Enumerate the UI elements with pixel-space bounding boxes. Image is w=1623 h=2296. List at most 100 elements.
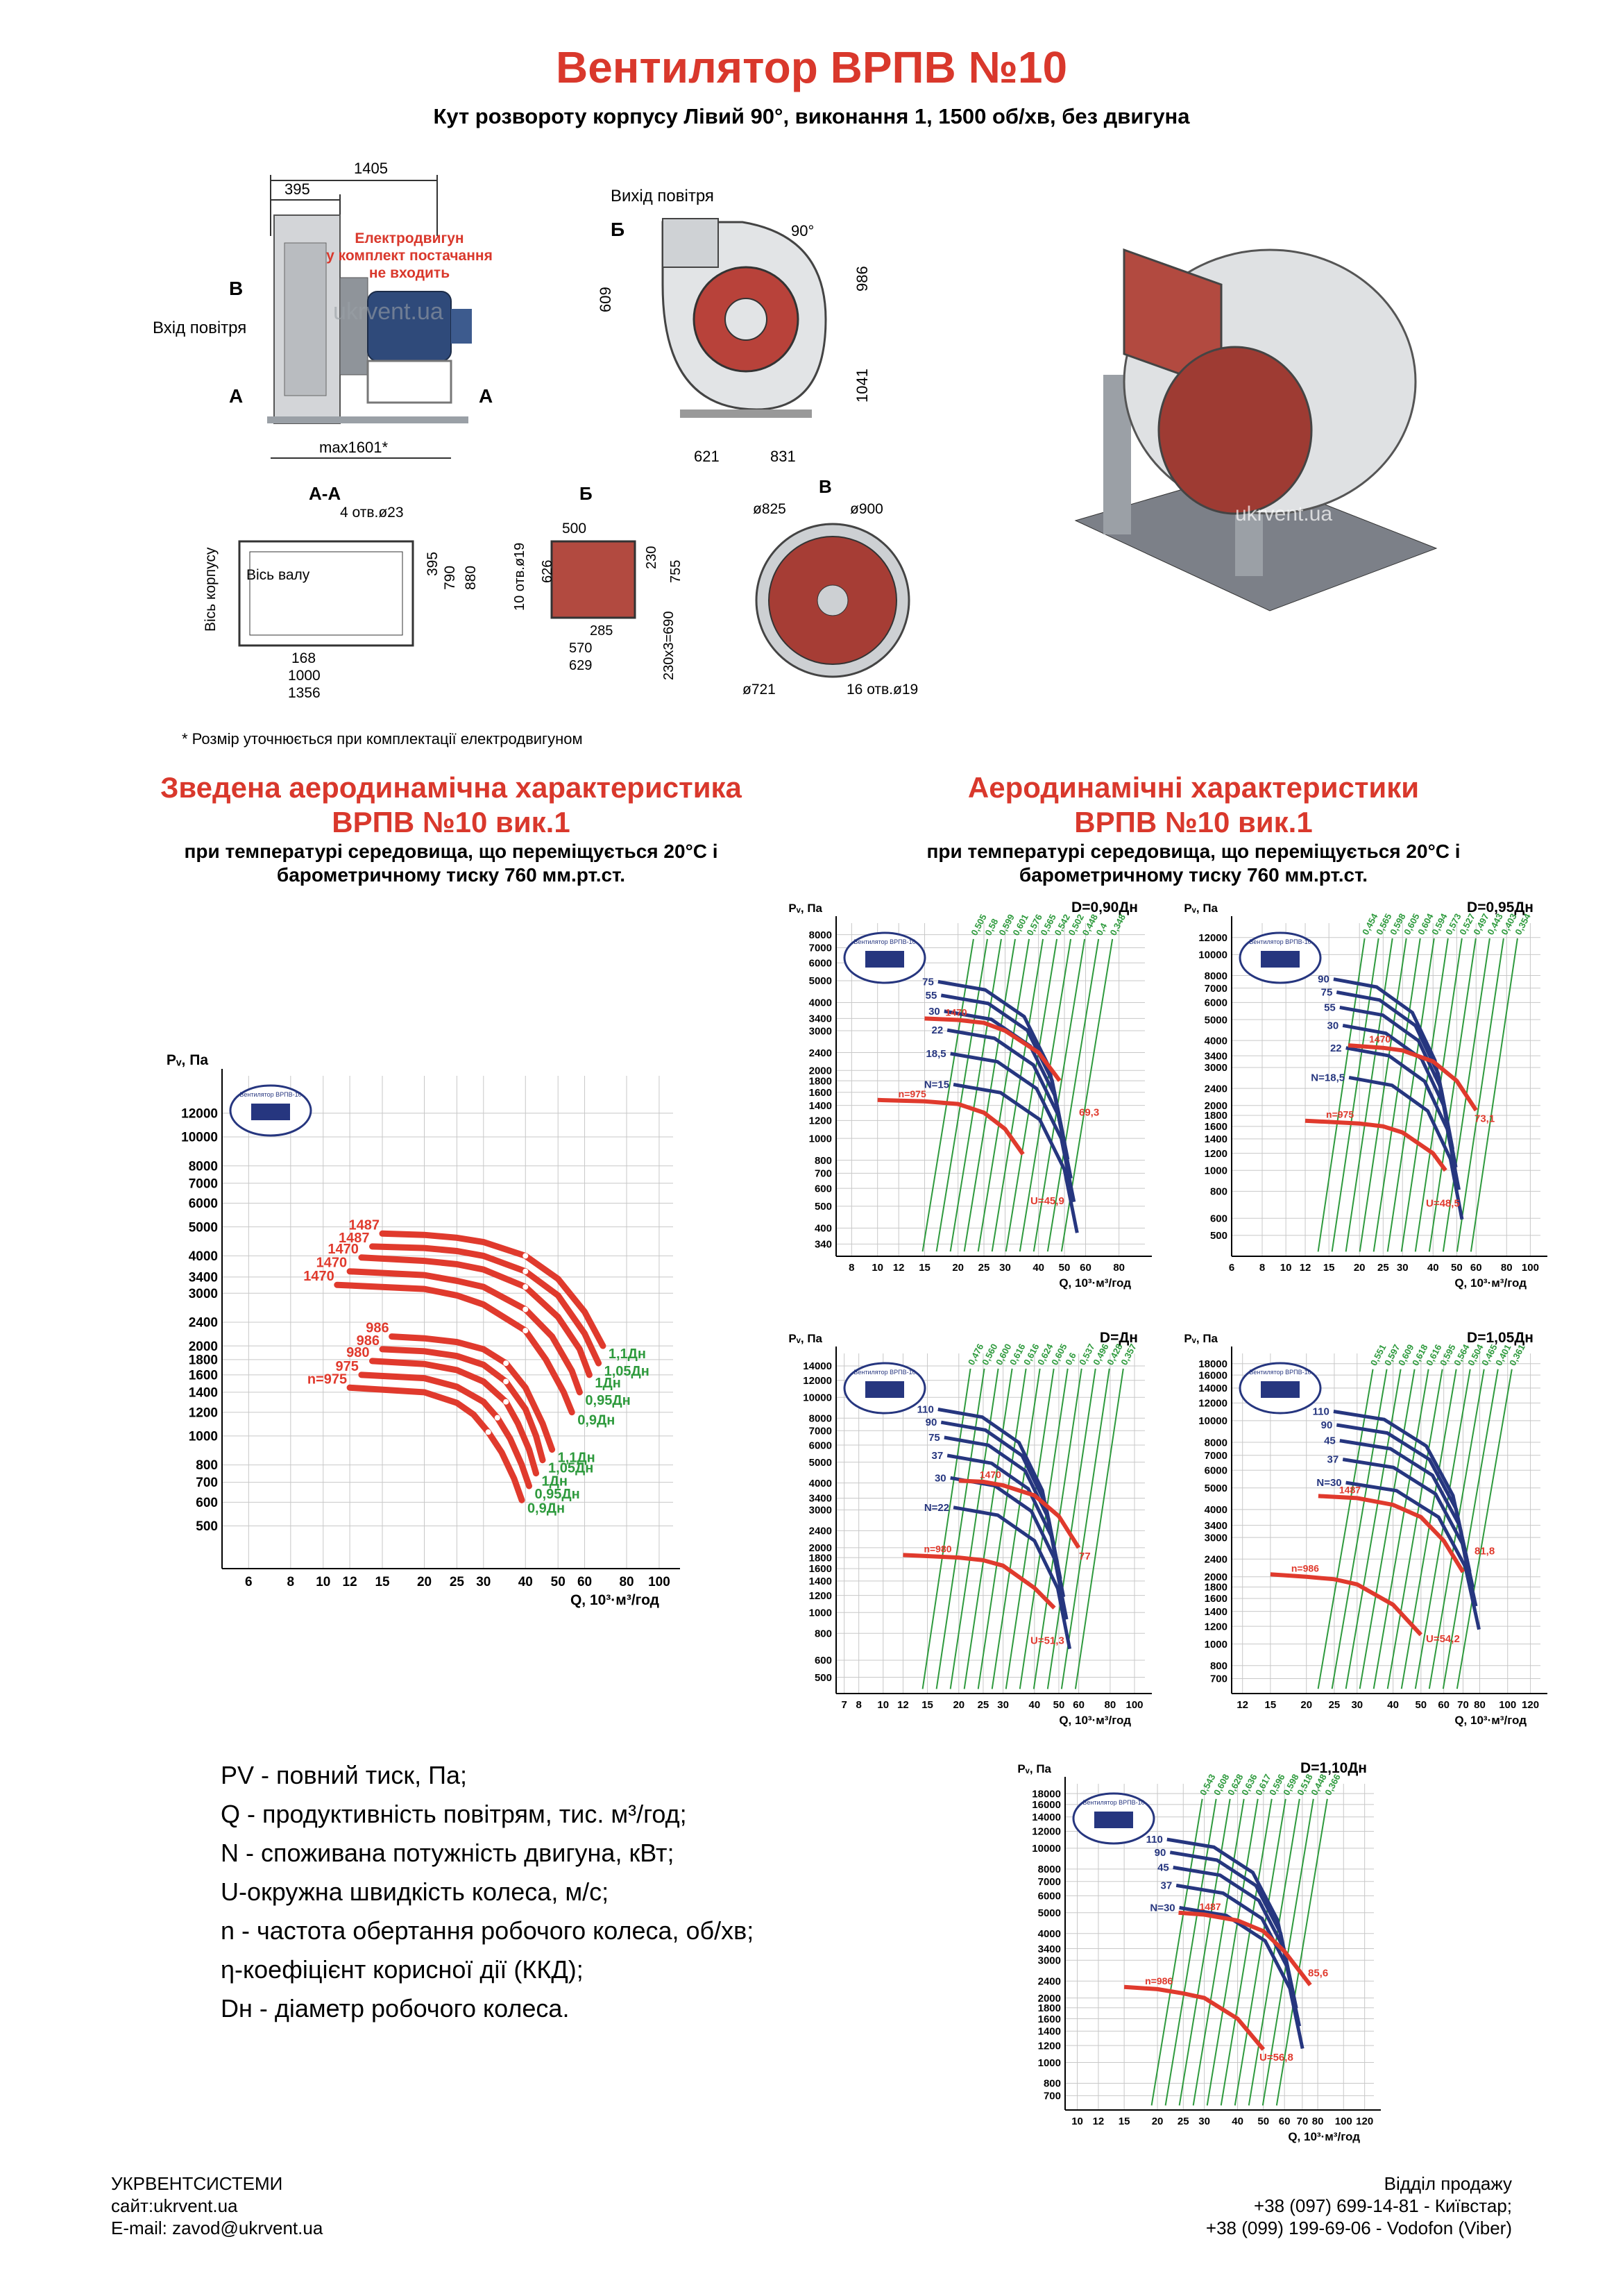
y-tick-label: 1600 bbox=[1205, 1121, 1227, 1133]
y-tick-label: 6000 bbox=[1038, 1891, 1061, 1902]
x-tick-label: 20 bbox=[1300, 1699, 1312, 1711]
x-tick-label: 15 bbox=[375, 1575, 390, 1589]
power-curve bbox=[946, 1028, 1073, 1179]
series-line bbox=[379, 1346, 546, 1464]
u-low-label: U=48,5 bbox=[1426, 1197, 1460, 1209]
efficiency-ray bbox=[1456, 1369, 1513, 1689]
y-tick-label: 8000 bbox=[189, 1159, 218, 1174]
x-tick-label: 20 bbox=[1152, 2116, 1164, 2127]
y-tick-label: 2400 bbox=[1038, 1975, 1061, 1987]
series-line bbox=[369, 1243, 602, 1367]
y-tick-label: 10000 bbox=[181, 1131, 218, 1145]
x-tick-label: 20 bbox=[952, 1262, 964, 1274]
y-tick-label: 4000 bbox=[1205, 1035, 1227, 1047]
series-marker bbox=[503, 1378, 509, 1385]
y-tick-label: 1800 bbox=[1205, 1582, 1227, 1594]
power-label: 55 bbox=[1324, 1002, 1336, 1013]
x-tick-label: 120 bbox=[1522, 1699, 1539, 1711]
series-speed-label: 1470 bbox=[303, 1269, 334, 1284]
efficiency-ray bbox=[1373, 1369, 1429, 1689]
series-diameter-label: 0,9Дн bbox=[577, 1413, 615, 1428]
x-tick-label: 7 bbox=[841, 1699, 847, 1711]
x-axis-label: Q, 10³·м³/год bbox=[570, 1592, 659, 1608]
dim-v-900: ø900 bbox=[850, 501, 883, 517]
company-site[interactable]: сайт:ukrvent.ua bbox=[111, 2195, 238, 2216]
dim-v-holes: 16 отв.ø19 bbox=[847, 682, 918, 698]
efficiency-ray bbox=[1400, 938, 1449, 1252]
y-tick-label: 1200 bbox=[1205, 1148, 1227, 1160]
efficiency-ray bbox=[1046, 1368, 1096, 1689]
y-axis-label: Pᵥ, Па bbox=[167, 1052, 208, 1068]
legend-n-rpm: n - частота обертання робочого колеса, о… bbox=[221, 1916, 754, 1945]
x-tick-label: 10 bbox=[877, 1699, 889, 1711]
x-tick-label: 12 bbox=[893, 1262, 905, 1274]
dim-1405: 1405 bbox=[354, 160, 388, 177]
efficiency-ray bbox=[1005, 938, 1058, 1252]
series-line bbox=[358, 1254, 593, 1378]
power-label: 30 bbox=[1327, 1020, 1339, 1031]
x-tick-label: 60 bbox=[1279, 2116, 1291, 2127]
legend-u: U-окружна швидкість колеса, м/с; bbox=[221, 1877, 609, 1906]
x-tick-label: 50 bbox=[1415, 1699, 1427, 1711]
summary-sub-2: барометричному тиску 760 мм.рт.ст. bbox=[276, 864, 626, 886]
efficiency-ray bbox=[1317, 938, 1366, 1252]
series-line bbox=[369, 1358, 539, 1477]
dim-aa-168: 168 bbox=[291, 650, 316, 666]
y-tick-label: 16000 bbox=[1032, 1799, 1061, 1811]
chart-title: D=1,10Дн bbox=[1300, 1760, 1367, 1776]
speed-curve bbox=[903, 1553, 1056, 1610]
y-tick-label: 1800 bbox=[189, 1353, 218, 1367]
y-tick-label: 1600 bbox=[189, 1369, 218, 1383]
front-view-drawing: Вихід повітря Б 90° 609 986 1041 621 831 bbox=[597, 180, 895, 472]
efficiency-ray bbox=[1060, 1368, 1110, 1689]
y-tick-label: 1000 bbox=[1038, 2057, 1061, 2069]
sales-phone-2[interactable]: +38 (099) 199-69-06 - Vodofon (Viber) bbox=[1205, 2218, 1512, 2238]
x-tick-label: 60 bbox=[1073, 1699, 1085, 1711]
power-label: 110 bbox=[917, 1403, 934, 1415]
series-speed-label: 986 bbox=[366, 1321, 389, 1336]
x-tick-label: 15 bbox=[1323, 1262, 1335, 1274]
sales-phone-1[interactable]: +38 (097) 699-14-81 - Київстар; bbox=[1253, 2195, 1512, 2216]
y-tick-label: 340 bbox=[815, 1239, 832, 1251]
dim-b-755: 755 bbox=[668, 560, 683, 583]
y-tick-label: 4000 bbox=[189, 1249, 218, 1264]
series-diameter-label: 1,1Дн bbox=[609, 1347, 646, 1362]
x-tick-label: 80 bbox=[1312, 2116, 1324, 2127]
efficiency-ray bbox=[1414, 1369, 1471, 1689]
speed-curve-label: 1470 bbox=[946, 1006, 967, 1018]
x-tick-label: 120 bbox=[1356, 2116, 1373, 2127]
speed-curve bbox=[1305, 1118, 1447, 1172]
y-tick-label: 1400 bbox=[189, 1386, 218, 1401]
y-tick-label: 2000 bbox=[1205, 1571, 1227, 1583]
summary-title-2: ВРПВ №10 вик.1 bbox=[332, 806, 570, 838]
dim-v-825: ø825 bbox=[753, 501, 786, 517]
y-tick-label: 16000 bbox=[1198, 1369, 1227, 1381]
x-tick-label: 40 bbox=[1033, 1262, 1044, 1274]
y-tick-label: 12000 bbox=[803, 1375, 832, 1387]
x-tick-label: 25 bbox=[1178, 2116, 1189, 2127]
series-marker bbox=[522, 1328, 529, 1334]
label-v: В bbox=[229, 278, 243, 299]
y-tick-label: 1000 bbox=[1205, 1165, 1227, 1177]
power-label: 37 bbox=[1327, 1454, 1339, 1466]
logo-text: Вентилятор ВРПВ-10 bbox=[853, 938, 915, 945]
x-tick-label: 8 bbox=[849, 1262, 854, 1274]
logo-fan-icon bbox=[1261, 951, 1300, 968]
series-marker bbox=[503, 1360, 509, 1367]
detailed-title-1: Аеродинамічні характеристики bbox=[967, 771, 1420, 804]
power-curve bbox=[953, 1083, 1079, 1233]
series-diameter-label: 0,95Дн bbox=[534, 1487, 579, 1502]
y-tick-label: 1200 bbox=[1038, 2040, 1061, 2052]
footer-sales: Відділ продажу +38 (097) 699-14-81 - Киї… bbox=[1206, 2172, 1512, 2239]
power-label: 45 bbox=[1324, 1435, 1336, 1447]
y-tick-label: 2400 bbox=[809, 1526, 832, 1537]
summary-title-1: Зведена аеродинамічна характеристика bbox=[160, 771, 742, 804]
company-email[interactable]: E-mail: zavod@ukrvent.ua bbox=[111, 2218, 323, 2238]
x-tick-label: 40 bbox=[1427, 1262, 1439, 1274]
x-tick-label: 12 bbox=[897, 1699, 909, 1711]
